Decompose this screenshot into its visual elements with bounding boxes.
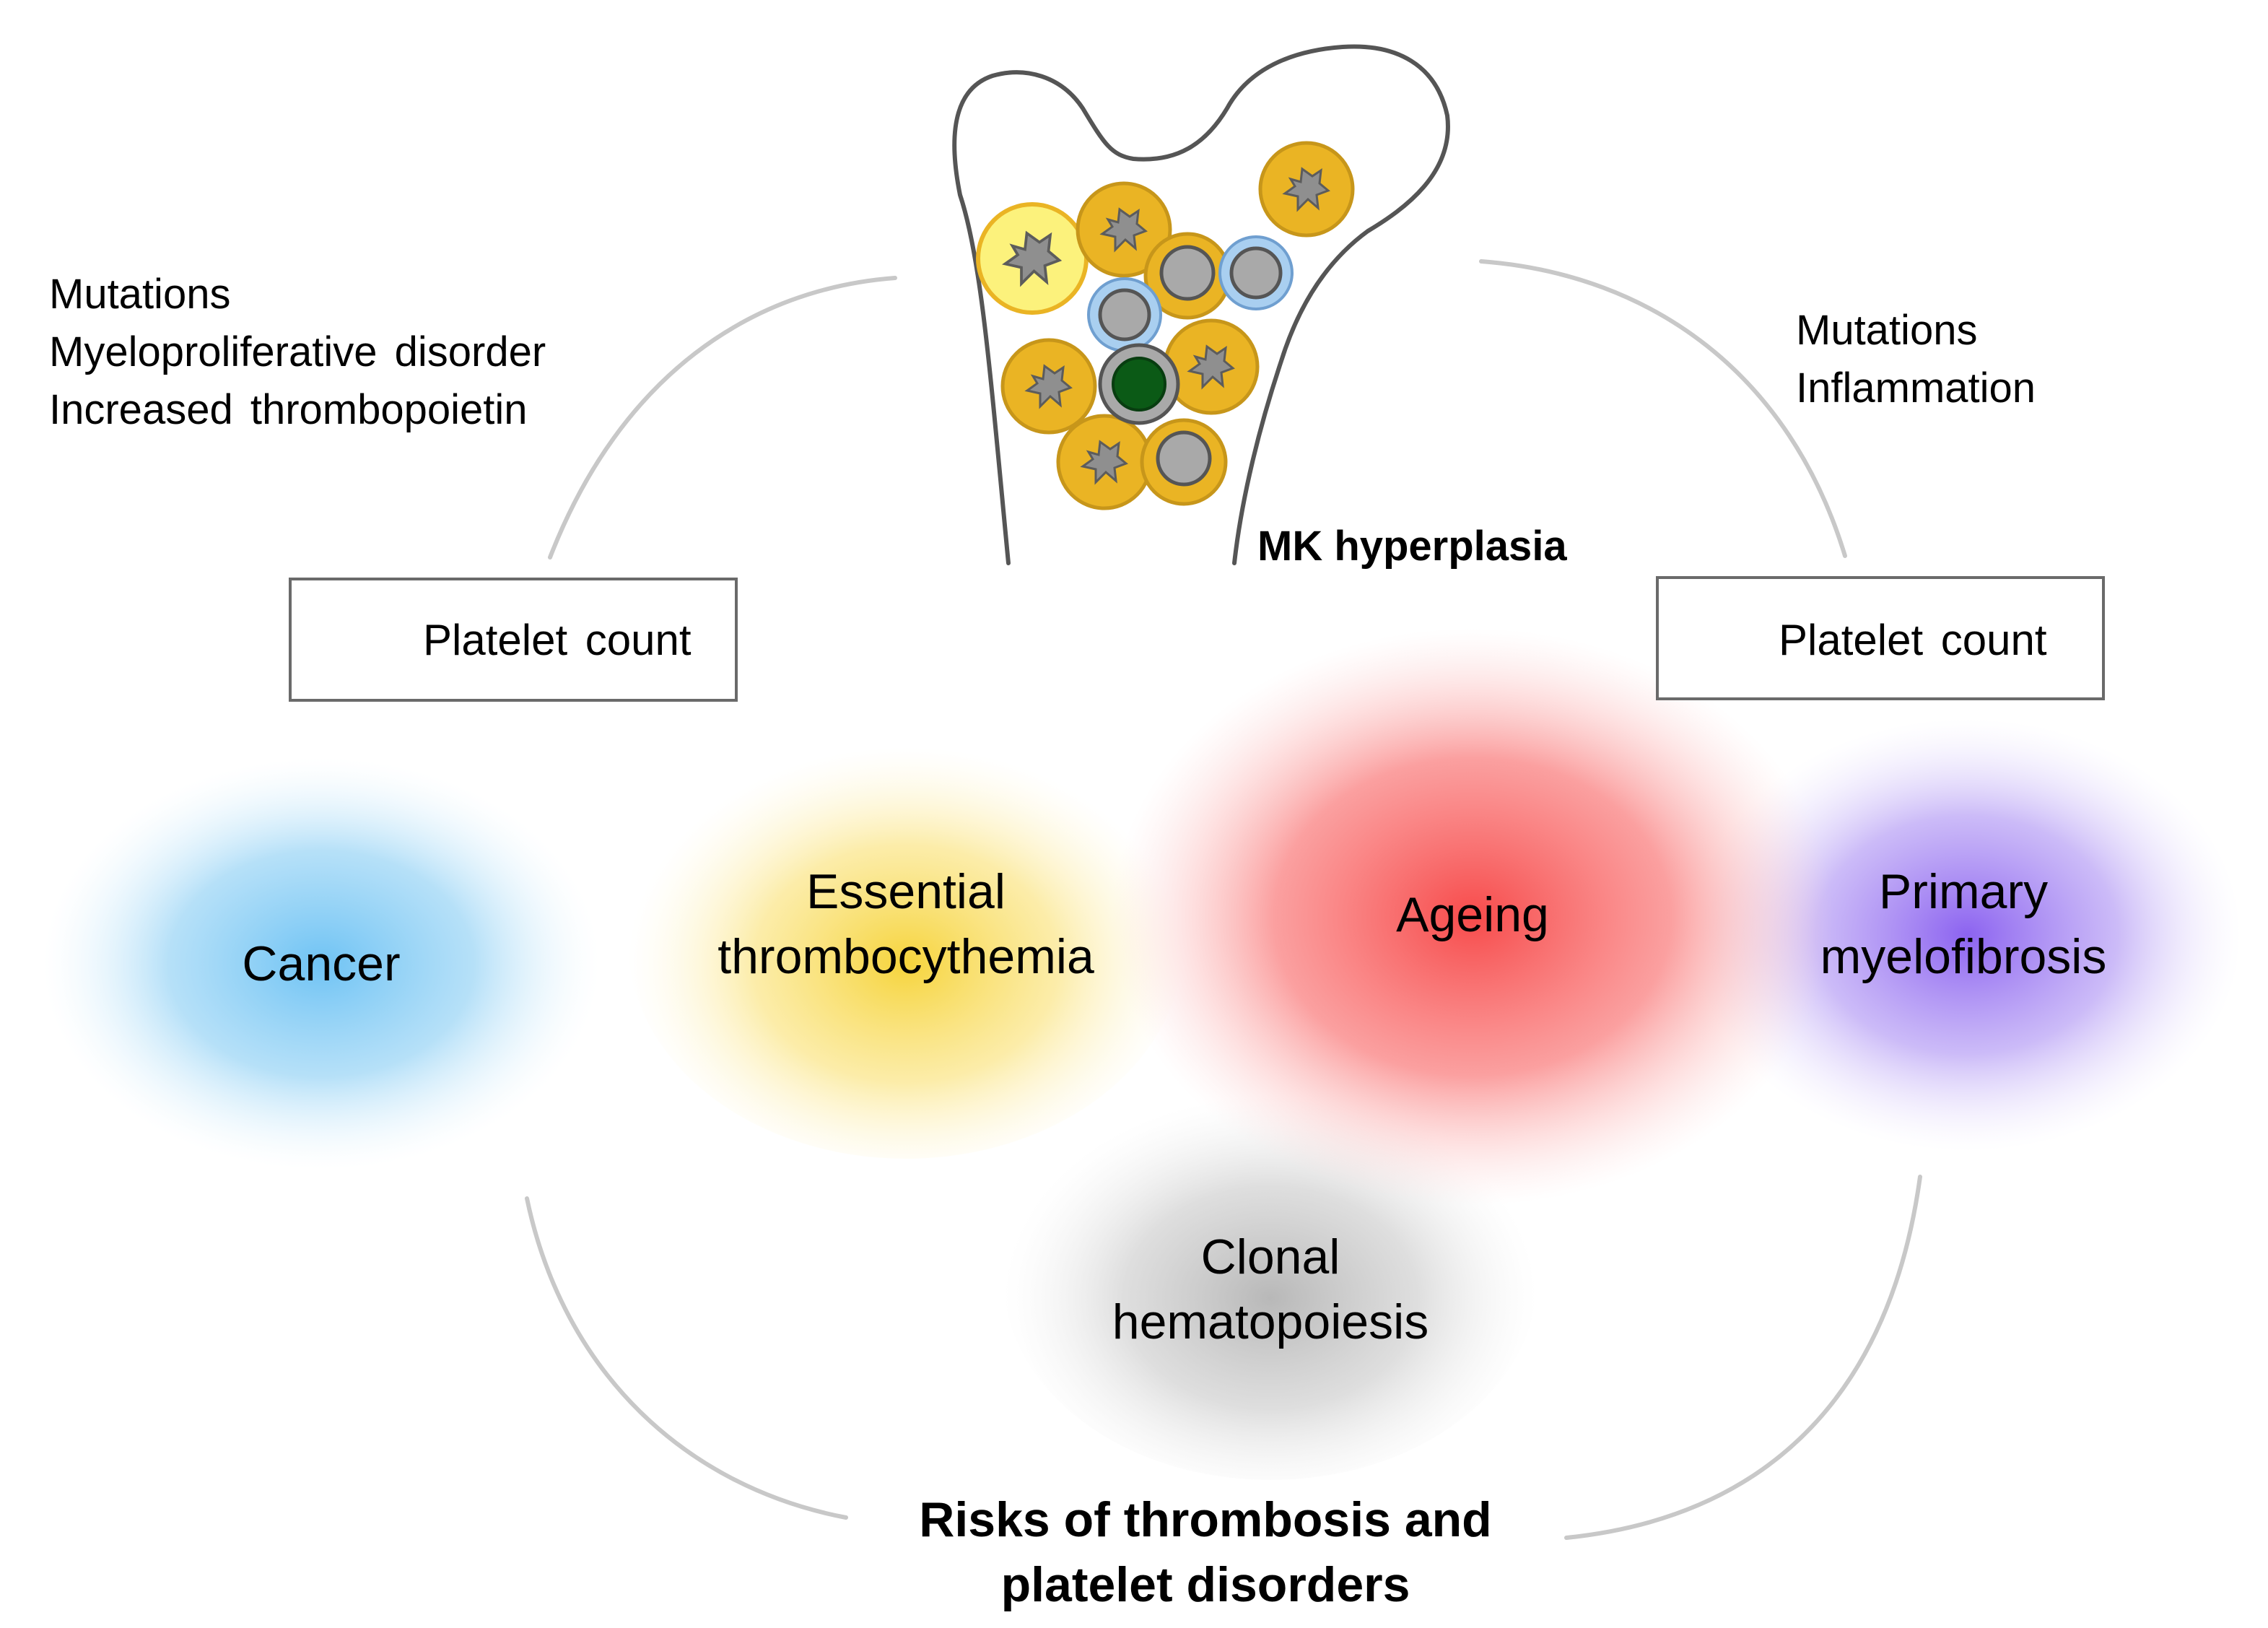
bottom-title-line-2: platelet disorders bbox=[1000, 1557, 1410, 1612]
right-cause-2: Inflammation bbox=[1796, 365, 2036, 412]
right-causes: Mutations Inflammation bbox=[1796, 302, 2036, 417]
megakaryocyte-icon bbox=[976, 141, 1355, 510]
left-cause-3: Increased thrombopoietin bbox=[49, 386, 528, 433]
left-cause-1: Mutations bbox=[49, 271, 231, 318]
condition-clonal-hematopoiesis: Clonal hematopoiesis bbox=[1054, 1224, 1487, 1354]
condition-et-line-2: thrombocythemia bbox=[718, 929, 1094, 984]
left-causes: Mutations Myeloproliferative disorder In… bbox=[49, 266, 546, 439]
condition-cancer: Cancer bbox=[177, 931, 466, 996]
cycle-arcs bbox=[525, 259, 1922, 1540]
blob-primary-myelofibrosis bbox=[1693, 718, 2241, 1152]
left-cause-2: Myeloproliferative disorder bbox=[49, 328, 546, 375]
condition-cancer-line-1: Cancer bbox=[242, 936, 401, 991]
right-cause-1: Mutations bbox=[1796, 307, 1978, 354]
bone-outline bbox=[952, 44, 1450, 565]
condition-et-line-1: Essential bbox=[806, 864, 1006, 919]
increased-platelet-label: Platelet count bbox=[423, 616, 692, 664]
blob-cancer bbox=[43, 758, 599, 1170]
blob-essential-thrombocythemia bbox=[628, 726, 1184, 1159]
arc-top-right bbox=[1479, 259, 1847, 558]
condition-primary-myelofibrosis: Primary myelofibrosis bbox=[1729, 859, 2198, 989]
condition-blobs bbox=[43, 628, 2241, 1480]
condition-pmf-line-1: Primary bbox=[1878, 864, 2049, 919]
condition-ageing: Ageing bbox=[1328, 882, 1617, 947]
condition-essential-thrombocythemia: Essential thrombocythemia bbox=[653, 859, 1159, 989]
increased-platelet-box: Platelet count bbox=[289, 578, 738, 702]
decreased-platelet-label: Platelet count bbox=[1779, 616, 2047, 664]
bone-icon bbox=[952, 44, 1450, 565]
mk-hyperplasia-label: MK hyperplasia bbox=[1257, 523, 1567, 570]
bottom-title-line-1: Risks of thrombosis and bbox=[919, 1492, 1492, 1547]
condition-ageing-line-1: Ageing bbox=[1396, 887, 1549, 942]
decreased-platelet-box: Platelet count bbox=[1656, 576, 2105, 700]
bottom-title: Risks of thrombosis and platelet disorde… bbox=[808, 1487, 1602, 1617]
condition-pmf-line-2: myelofibrosis bbox=[1820, 929, 2107, 984]
blob-ageing bbox=[1112, 628, 1833, 1206]
arc-top-left bbox=[548, 276, 897, 560]
condition-clonal-line-1: Clonal bbox=[1200, 1229, 1340, 1284]
arc-bottom-left bbox=[525, 1196, 848, 1520]
condition-clonal-line-2: hematopoiesis bbox=[1112, 1294, 1429, 1349]
arc-bottom-right bbox=[1564, 1175, 1922, 1540]
